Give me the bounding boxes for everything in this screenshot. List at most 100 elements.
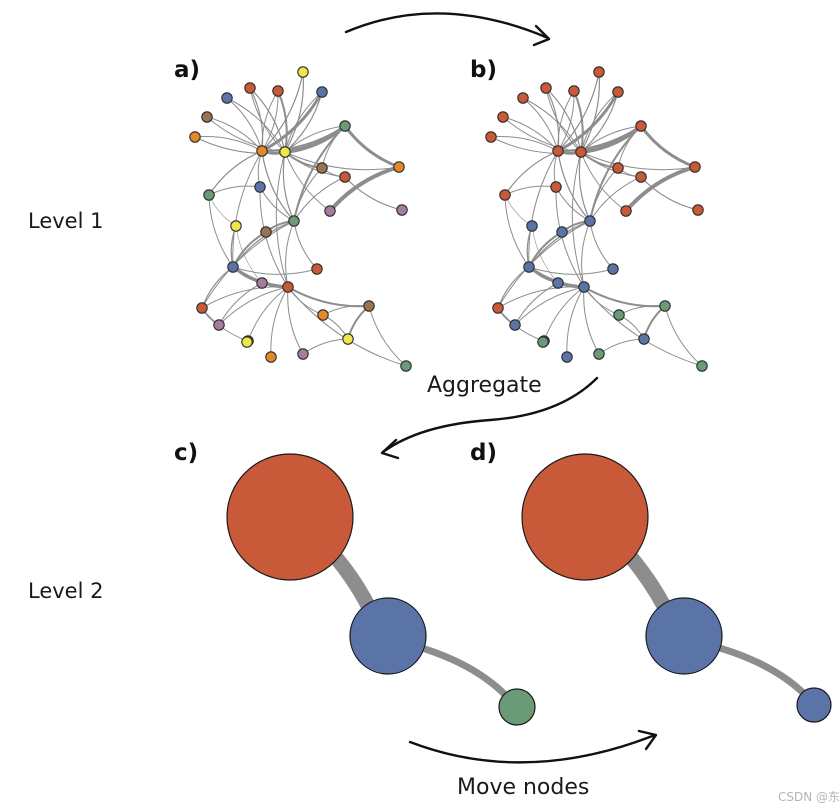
graph-b-node-blue (552, 277, 564, 289)
graph-b-edge (571, 151, 585, 288)
graph-a-node-brown (260, 226, 272, 238)
graph-d-node-red (521, 453, 649, 581)
graph-a-edge (347, 305, 370, 340)
graph-a-edge (206, 116, 286, 153)
graph-a-node-green (288, 215, 300, 227)
aggregate-arrow (380, 376, 599, 460)
graph-a-edge (284, 151, 331, 212)
graph-b-edge (497, 307, 545, 342)
graph-b-edge (583, 286, 600, 355)
graph-b-node-green (696, 360, 708, 372)
graph-a-node-brown (201, 111, 213, 123)
graph-b-node-blue (584, 215, 596, 227)
graph-a-node-red (196, 302, 208, 314)
graph-a-node-green (400, 360, 412, 372)
graph-a-node-green (203, 189, 215, 201)
graph-a-node-orange (393, 161, 405, 173)
graph-a-node-orange (189, 131, 201, 143)
graph-a-node-yellow (297, 66, 309, 78)
graph-a-edge (194, 136, 286, 154)
graph-a-edge (226, 97, 263, 152)
watermark-text: CSDN @东 (778, 790, 839, 804)
graph-b-edge (624, 165, 697, 213)
graph-b-edge (531, 225, 559, 284)
graph-b-edge (490, 136, 559, 152)
graph-b-edge (583, 286, 703, 367)
graph-b-edge (504, 185, 557, 196)
graph-a-edge (235, 225, 263, 284)
graph-b-edge (504, 194, 533, 227)
graph-a-edge (343, 124, 401, 169)
graph-b-edge (504, 194, 530, 268)
graph-a-edge (208, 185, 261, 196)
graph-a-nodes (189, 66, 412, 372)
graph-b-node-red (485, 131, 497, 143)
graph-b-node-red (550, 181, 562, 193)
graph-a-edge (302, 338, 349, 355)
graph-a-edge (249, 87, 286, 153)
graph-b-edge (497, 266, 530, 309)
graph-b-edge (555, 186, 585, 288)
graph-a-node-red (272, 85, 284, 97)
graph-b-edge (543, 286, 585, 342)
graph-a-node-orange (265, 351, 277, 363)
graph-d-node-small-blue (796, 687, 832, 723)
graph-a-edge (226, 97, 286, 153)
graph-b-edge (589, 167, 619, 222)
graph-d-node-blue (645, 597, 723, 675)
graph-b-node-blue (607, 263, 619, 275)
graph-a-node-red (244, 82, 256, 94)
graph-a-edge (287, 286, 304, 355)
graph-b-edge (557, 71, 600, 152)
graph-b-node-red (620, 205, 632, 217)
graph-a-edge (287, 286, 407, 367)
graph-b-edges (490, 71, 703, 367)
graph-b-node-red (593, 66, 605, 78)
graph-b-edge (664, 305, 703, 367)
graph-b-edge (490, 136, 582, 154)
graph-a-node-blue (227, 261, 239, 273)
graph-a-edge (194, 136, 263, 152)
graph-b-edge (545, 87, 582, 153)
graph-b-edge (497, 220, 591, 309)
graph-b (485, 66, 708, 372)
graph-d (521, 453, 832, 723)
graph-b-node-red (499, 189, 511, 201)
panel-label-d: d) (470, 440, 497, 466)
graph-b-node-red (689, 161, 701, 173)
panel-label-b: b) (470, 57, 497, 83)
graph-a-edge (232, 266, 318, 275)
graph-b-edge (589, 220, 614, 270)
graph-b-node-red (692, 204, 704, 216)
graph-b-edge (598, 338, 645, 355)
graph-b-nodes (485, 66, 708, 372)
graph-a-node-purple (213, 319, 225, 331)
graph-a-node-blue (254, 181, 266, 193)
graph-a-edge (201, 266, 234, 309)
graph-b-node-red (612, 86, 624, 98)
graph-c (226, 453, 536, 726)
top-arrow (344, 12, 551, 47)
graph-b-node-red (517, 92, 529, 104)
graph-a-edge (284, 91, 323, 153)
graph-b-edge (580, 125, 642, 153)
graph-c-node-green (498, 688, 536, 726)
graph-a-edge (201, 307, 249, 342)
graph-a-edge (293, 176, 346, 222)
panel-label-c: c) (174, 440, 198, 466)
graph-a-edge (284, 151, 400, 171)
graph-a-edge (368, 305, 407, 367)
graph-a-edge (282, 151, 295, 222)
graph-b-edge (522, 97, 559, 152)
graph-b-edge (580, 91, 619, 153)
graph-b-edge (639, 124, 697, 169)
graph-b-node-blue (638, 333, 650, 345)
graph-b-edge (583, 286, 666, 308)
graph-b-edge (643, 305, 666, 340)
graph-b-node-red (552, 145, 564, 157)
graph-a-edge (328, 165, 401, 213)
graph-a-node-purple (297, 348, 309, 360)
graph-a-node-yellow (230, 220, 242, 232)
graph-b-node-red (635, 120, 647, 132)
